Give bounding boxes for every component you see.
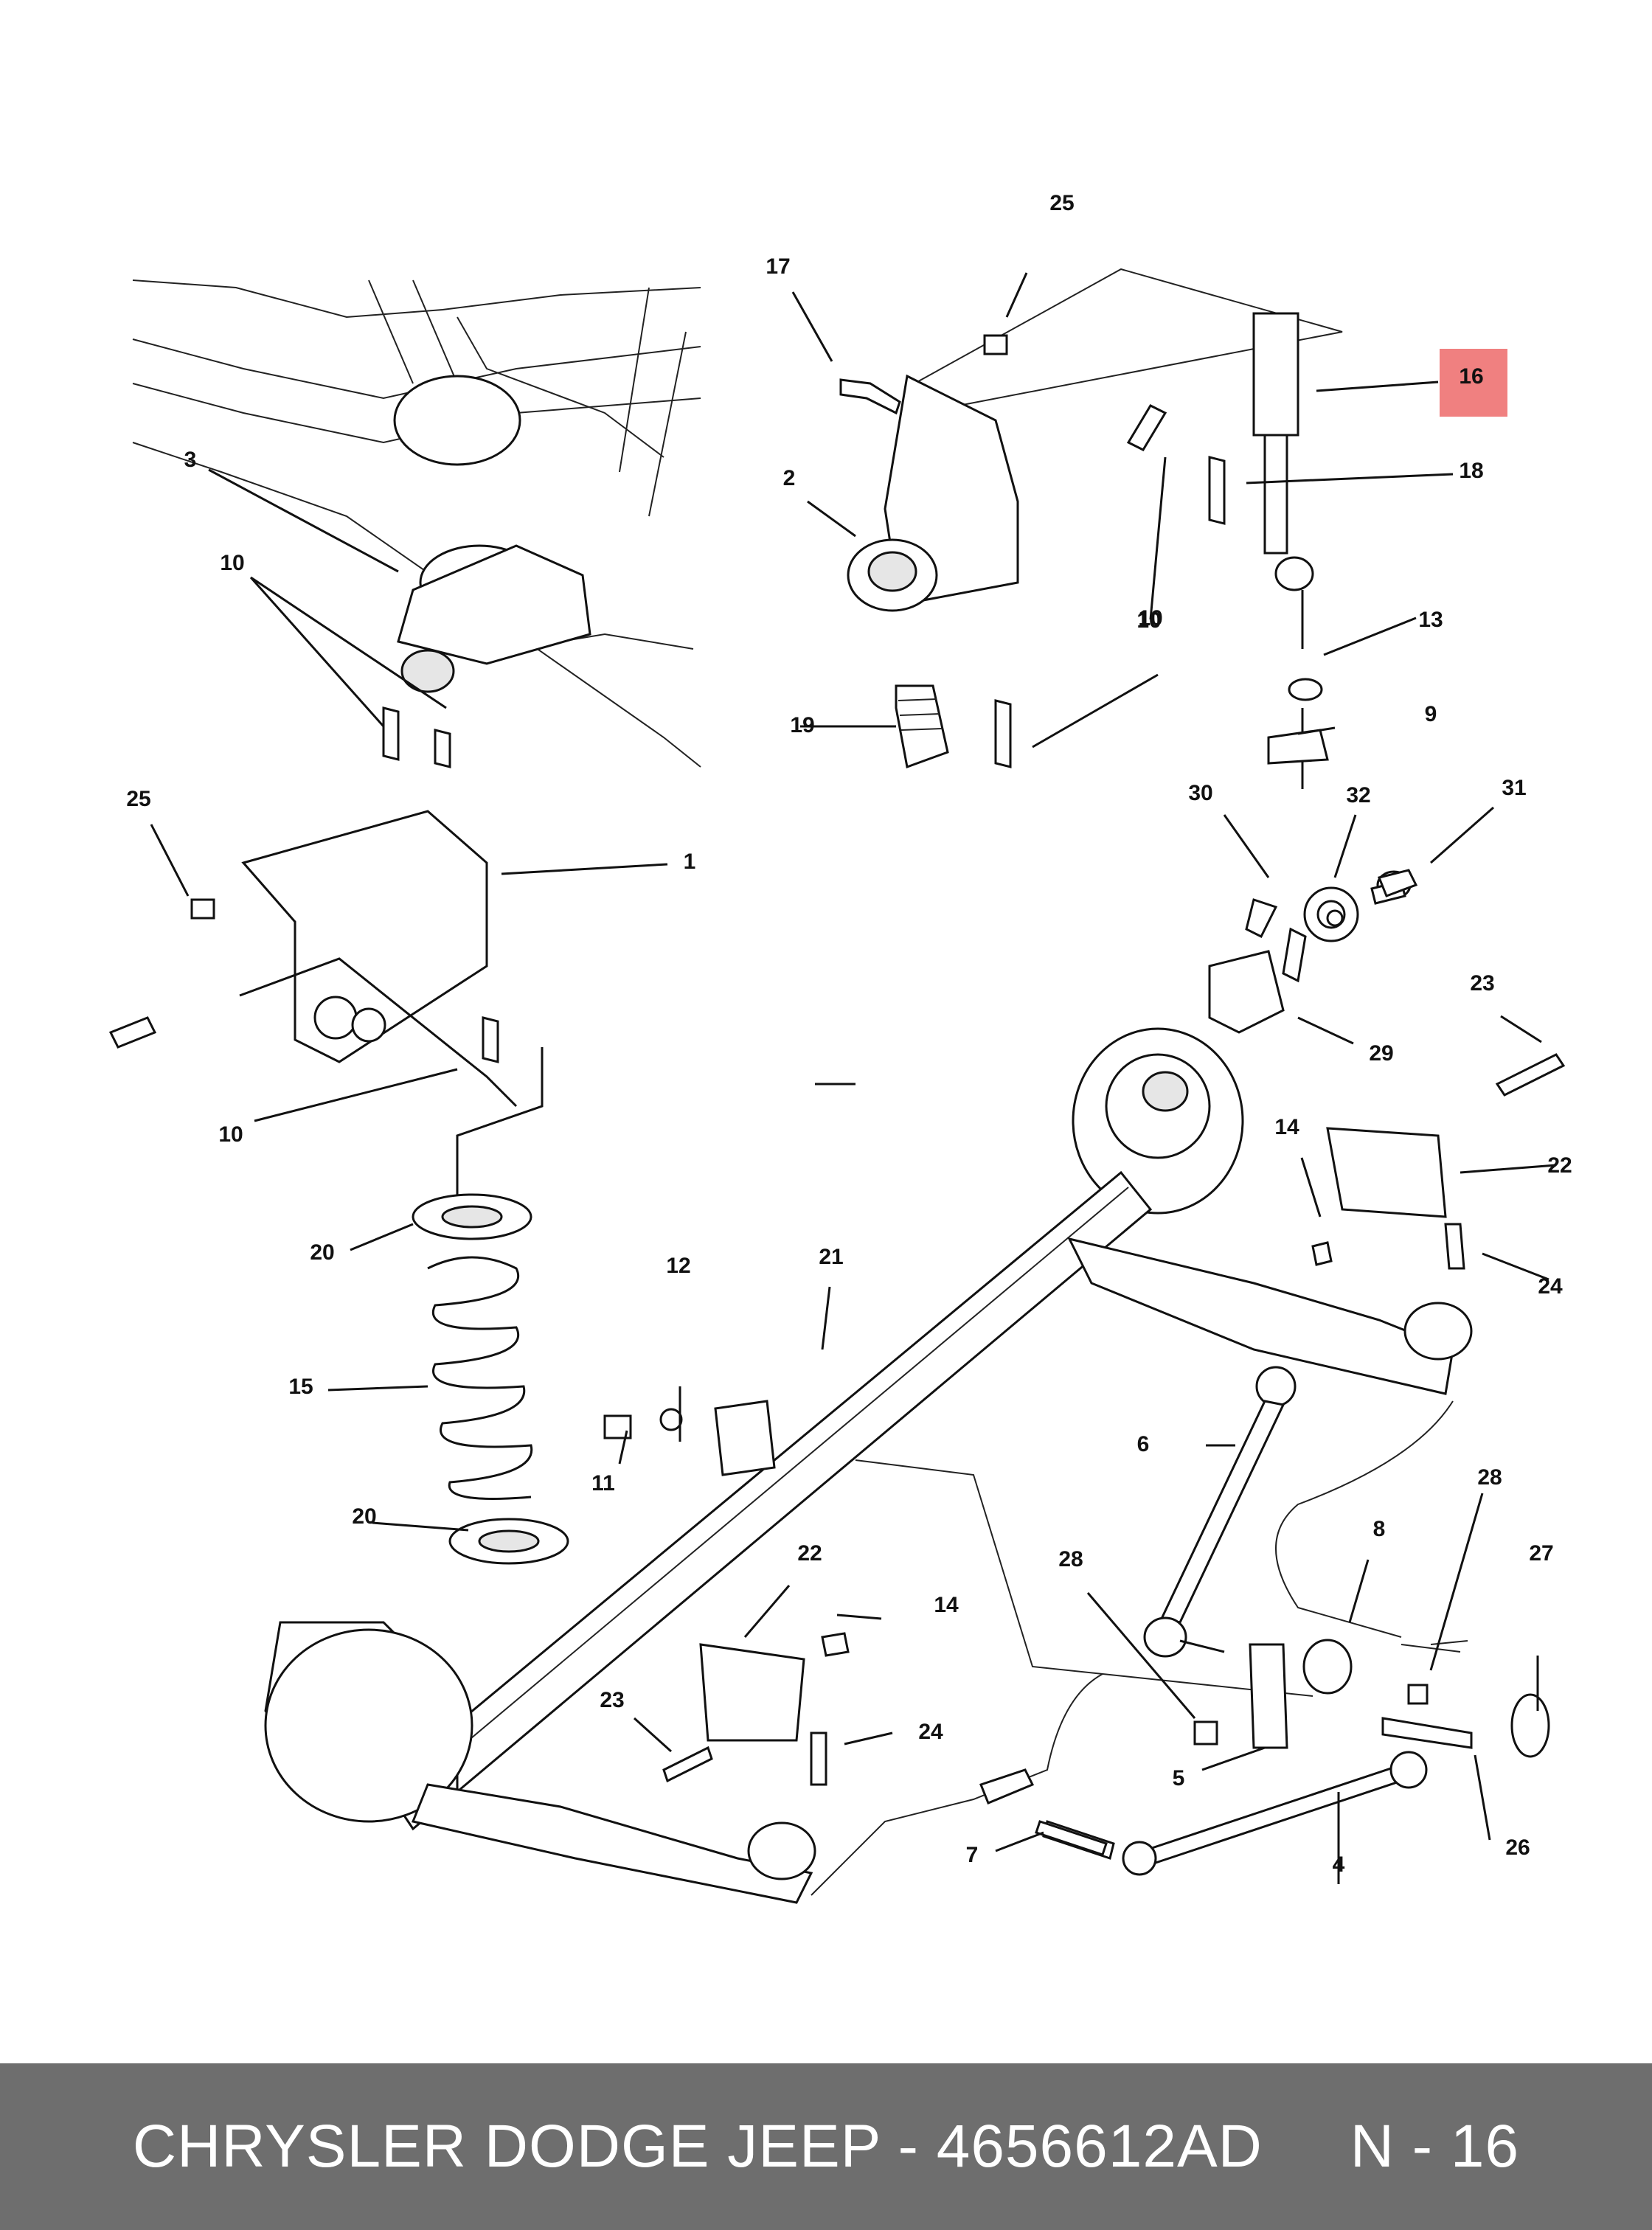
parts-diagram: 1234567891010101011121314141516171819202… bbox=[108, 191, 1572, 1904]
callout-23: 23 bbox=[1470, 971, 1494, 996]
callout-26: 26 bbox=[1505, 1835, 1530, 1860]
diagram-artwork bbox=[108, 268, 1566, 1904]
callout-23: 23 bbox=[600, 1688, 624, 1712]
highlight-box bbox=[1440, 349, 1507, 417]
callout-11: 11 bbox=[591, 1471, 615, 1496]
callout-14: 14 bbox=[1274, 1115, 1299, 1139]
callout-14: 14 bbox=[934, 1593, 959, 1617]
callout-27: 27 bbox=[1529, 1541, 1553, 1566]
callout-20: 20 bbox=[310, 1240, 334, 1265]
links-drawing bbox=[811, 1366, 1550, 1896]
callout-17: 17 bbox=[766, 254, 790, 279]
callout-25: 25 bbox=[1049, 191, 1074, 215]
callout-22: 22 bbox=[1547, 1153, 1572, 1178]
callout-5: 5 bbox=[1173, 1766, 1185, 1790]
callout-3: 3 bbox=[184, 448, 197, 472]
callout-4: 4 bbox=[1333, 1852, 1345, 1877]
fasteners-drawing bbox=[108, 334, 1566, 1856]
callout-13: 13 bbox=[1418, 608, 1443, 632]
body-frame-drawing bbox=[132, 279, 701, 1108]
upper-mount-drawing bbox=[847, 268, 1343, 789]
callout-2: 2 bbox=[783, 466, 796, 490]
callout-7: 7 bbox=[966, 1843, 979, 1867]
callout-10: 10 bbox=[220, 551, 244, 575]
callout-28: 28 bbox=[1477, 1465, 1502, 1490]
leader-lines bbox=[150, 272, 1557, 1884]
callout-10: 10 bbox=[218, 1122, 243, 1147]
callout-30: 30 bbox=[1188, 781, 1212, 805]
callout-1: 1 bbox=[684, 850, 696, 874]
callout-8: 8 bbox=[1373, 1517, 1386, 1541]
callout-labels: 1234567891010101011121314141516171819202… bbox=[126, 191, 1572, 1877]
callout-18: 18 bbox=[1459, 459, 1483, 483]
callout-24: 24 bbox=[918, 1720, 943, 1744]
callout-24: 24 bbox=[1538, 1274, 1563, 1299]
callout-15: 15 bbox=[288, 1375, 313, 1399]
callout-12: 12 bbox=[666, 1254, 690, 1278]
footer-title: CHRYSLER DODGE JEEP - 4656612AD N - 16 bbox=[132, 2113, 1520, 2180]
axle-beam-drawing bbox=[264, 1127, 1473, 1904]
callout-29: 29 bbox=[1369, 1041, 1393, 1066]
callout-28: 28 bbox=[1058, 1547, 1083, 1571]
coil-spring-drawing bbox=[412, 1047, 569, 1565]
callout-19: 19 bbox=[790, 713, 814, 737]
footer-bar: CHRYSLER DODGE JEEP - 4656612AD N - 16 bbox=[0, 2063, 1652, 2230]
callout-9: 9 bbox=[1425, 702, 1437, 726]
callout-6: 6 bbox=[1137, 1432, 1150, 1456]
callout-20: 20 bbox=[352, 1504, 376, 1529]
callout-21: 21 bbox=[819, 1245, 843, 1269]
callout-25: 25 bbox=[126, 787, 150, 811]
callout-10: 10 bbox=[1136, 608, 1161, 633]
callout-31: 31 bbox=[1502, 776, 1526, 800]
callout-32: 32 bbox=[1346, 783, 1370, 807]
callout-16: 16 bbox=[1459, 364, 1483, 389]
callout-22: 22 bbox=[797, 1541, 822, 1566]
callout-10: 10 bbox=[1138, 606, 1162, 631]
